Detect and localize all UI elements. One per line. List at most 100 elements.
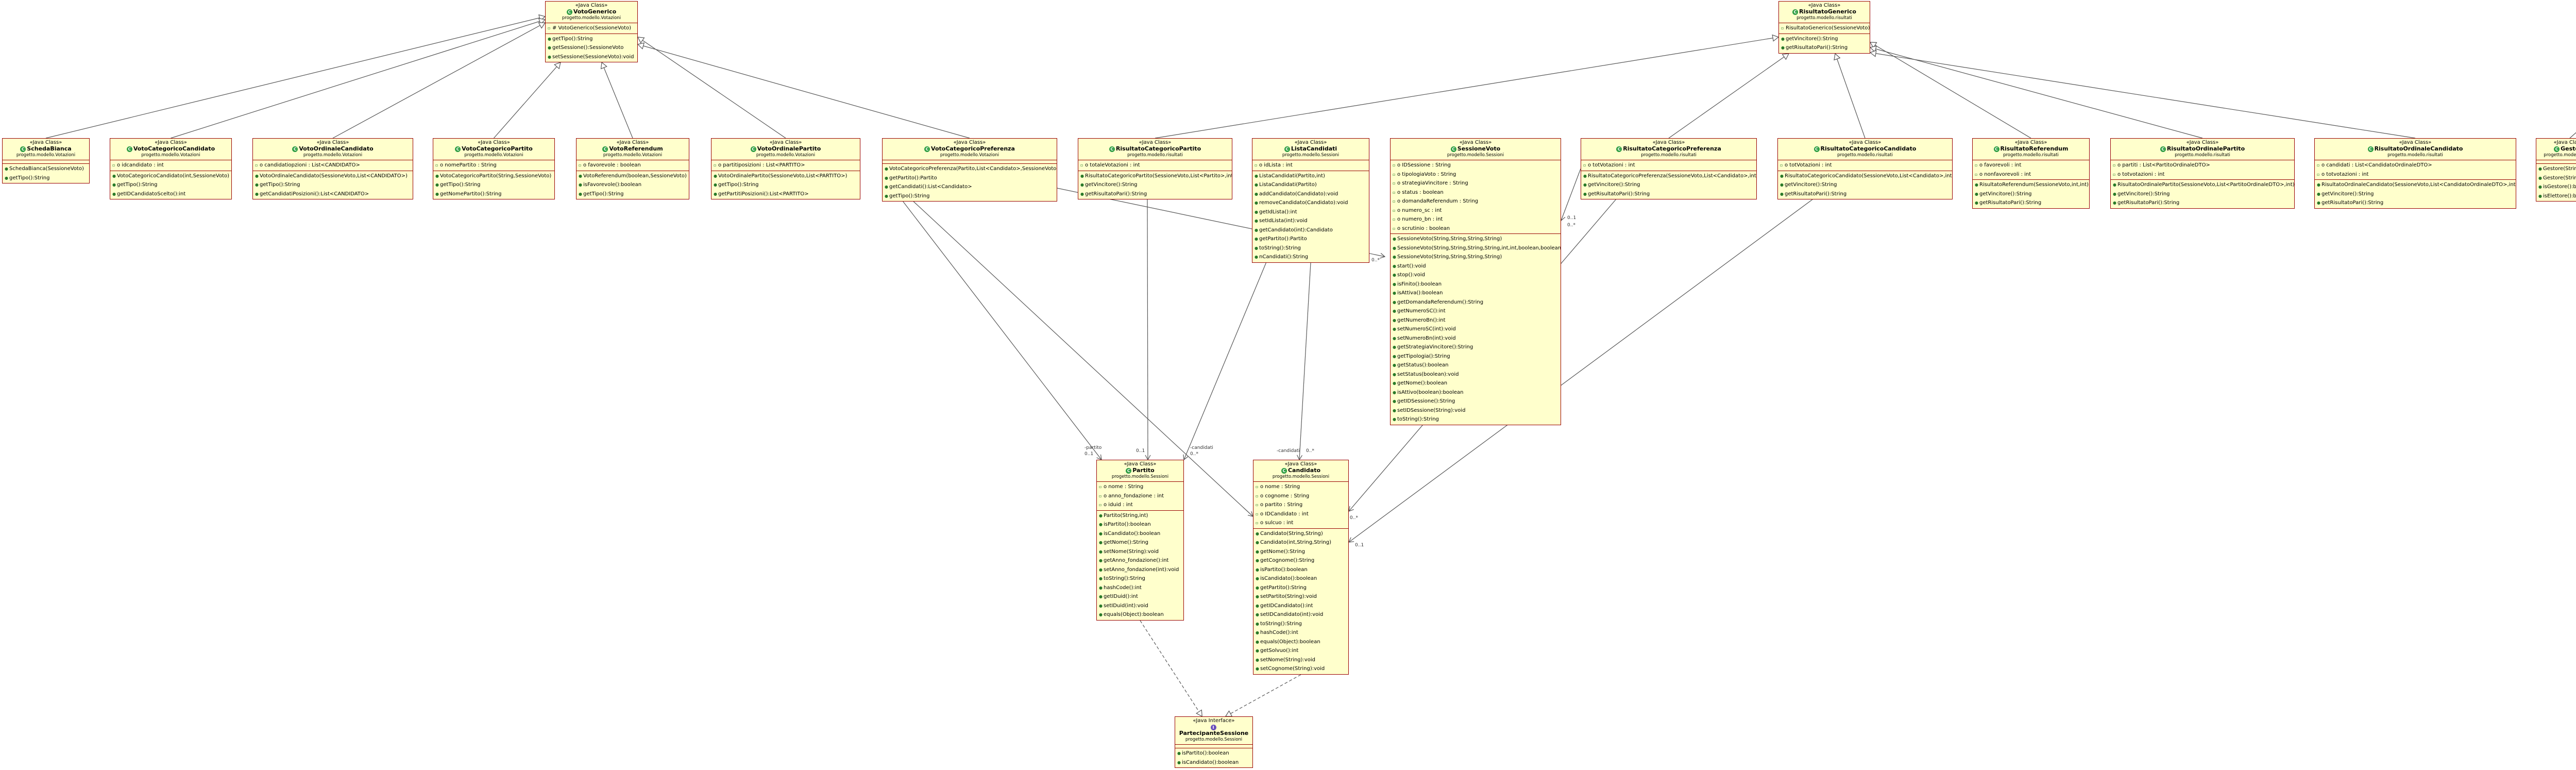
operations-section: ●getTipo():String●getSessione():Sessione… xyxy=(546,34,637,62)
operation: getPartitiPosizioni():List<PARTITO> xyxy=(718,191,809,197)
generalization-edge xyxy=(637,44,970,139)
stereotype: «Java Class» xyxy=(616,140,649,145)
attribute: o partitiposizioni : List<PARTITO> xyxy=(718,162,805,168)
operation: toString():String xyxy=(1259,245,1301,251)
edge-label: 0..1 xyxy=(1567,215,1577,221)
operation: SchedaBianca(SessioneVoto) xyxy=(9,166,84,172)
operation: getVincitore():String xyxy=(1979,191,2032,197)
operation: getNome():String xyxy=(1104,540,1148,545)
realization-arrowhead xyxy=(1196,709,1202,717)
class-name: SchedaBianca xyxy=(27,145,72,152)
operations-section: ●Candidato(String,String)●Candidato(int,… xyxy=(1253,529,1348,674)
operation: SessioneVoto(String,String,String,String… xyxy=(1397,236,1502,242)
method-visibility-icon: ● xyxy=(1583,173,1587,178)
operation: VotoOrdinalePartito(SessioneVoto,List<PA… xyxy=(718,173,848,179)
method-visibility-icon: ● xyxy=(1256,621,1259,626)
attribute: o nonfavorevoli : int xyxy=(1979,171,2031,177)
operation: setSessione(SessioneVoto):void xyxy=(552,54,634,60)
operation: getPartito():Partito xyxy=(889,175,937,181)
attributes-section xyxy=(2536,160,2576,164)
class-name: Partito xyxy=(1132,467,1155,474)
method-visibility-icon: ● xyxy=(885,175,888,180)
method-visibility-icon: ● xyxy=(1393,336,1396,341)
attribute: o totVotazioni : int xyxy=(1588,162,1635,168)
realization-arrowhead xyxy=(1225,710,1233,717)
method-visibility-icon: ● xyxy=(1975,182,1978,187)
method-visibility-icon: ● xyxy=(1256,540,1259,545)
operations-section: ●Gestore(String)●Gestore(String,String)●… xyxy=(2536,164,2576,201)
operation: Gestore(String,String) xyxy=(2543,175,2576,181)
package-name: progetto.modello.risultati xyxy=(2175,153,2230,158)
operation: Candidato(int,String,String) xyxy=(1260,540,1331,545)
class-name: Candidato xyxy=(1287,467,1321,474)
generalization-edge xyxy=(1155,37,1779,139)
class-name: Gestore xyxy=(2561,145,2576,152)
method-visibility-icon: ● xyxy=(1255,173,1258,178)
generalization-arrowhead xyxy=(600,61,607,70)
field-visibility-icon: ▫ xyxy=(1256,511,1259,516)
generalization-arrowhead xyxy=(554,62,561,70)
field-visibility-icon: ▫ xyxy=(1255,163,1258,168)
operation: getDomandaReferendum():String xyxy=(1397,299,1484,305)
class-name: RisultatoCategoricoPartito xyxy=(1115,145,1201,152)
class-name: RisultatoOrdinalePartito xyxy=(2166,145,2245,152)
class-name: SessioneVoto xyxy=(1457,145,1501,152)
method-visibility-icon: ● xyxy=(1393,299,1396,305)
operations-section: ●VotoCategoricoPartito(String,SessioneVo… xyxy=(433,171,554,199)
operation: getVincitore():String xyxy=(2117,191,2170,197)
attributes-section: ▫# VotoGenerico(SessioneVoto) xyxy=(546,23,637,34)
field-visibility-icon: ▫ xyxy=(1099,493,1102,498)
package-name: progetto.modello.Sessioni xyxy=(1282,153,1340,158)
operation: getNumeroSC():int xyxy=(1397,308,1446,314)
attribute: o totvotazioni : int xyxy=(2117,171,2165,177)
operation: getIdLista():int xyxy=(1259,209,1297,215)
generalization-edge xyxy=(1870,52,2416,139)
attribute: o totaleVotazioni : int xyxy=(1085,162,1140,168)
class-icon: C xyxy=(924,146,930,152)
package-name: progetto.modello.Votazioni xyxy=(16,153,76,158)
operation: Gestore(String) xyxy=(2543,166,2576,172)
class-name: VotoGenerico xyxy=(573,8,617,15)
generalization-edge xyxy=(494,62,561,139)
operation: getNomePartito():String xyxy=(440,191,502,197)
method-visibility-icon: ● xyxy=(1256,594,1259,599)
class-gestore[interactable]: «Java Class»CGestoreprogetto.modello.Ute… xyxy=(2536,138,2576,202)
package-name: progetto.modello.Votazioni xyxy=(464,153,523,158)
attribute: o candidatiopzioni : List<CANDIDATO> xyxy=(260,162,360,168)
method-visibility-icon: ● xyxy=(2538,175,2542,180)
operation: getTipo():String xyxy=(889,193,930,199)
generalization-edge xyxy=(1835,53,1866,139)
field-visibility-icon: ▫ xyxy=(1099,503,1102,507)
edge-label: 0..1 xyxy=(1355,543,1364,548)
operation: VotoReferendum(boolean,SessioneVoto) xyxy=(583,173,687,179)
class-name: VotoCategoricoPreferenza xyxy=(931,145,1015,152)
method-visibility-icon: ● xyxy=(548,36,551,41)
method-visibility-icon: ● xyxy=(1393,390,1396,395)
operation: setIDSessione(String):void xyxy=(1397,407,1466,413)
package-name: progetto.modello.Sessioni xyxy=(1111,474,1169,479)
operation: isAttivo(boolean):boolean xyxy=(1397,389,1464,395)
association-edge xyxy=(1561,169,1581,221)
